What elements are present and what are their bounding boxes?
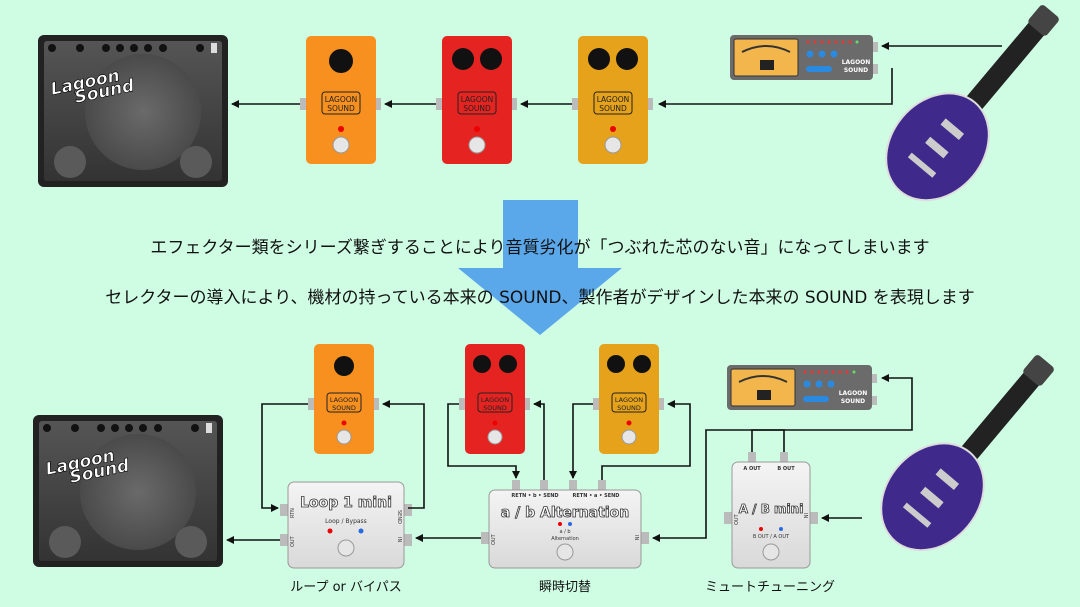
guitar-bottom-icon (880, 355, 1054, 552)
pedal-brand-line1: LAGOON (615, 396, 643, 404)
pedal-orange-top: LAGOON SOUND (300, 36, 381, 164)
label-ab-alt: 瞬時切替 (538, 580, 591, 595)
pedal-brand-line2: SOUND (599, 104, 627, 113)
tuner-brand-line2: SOUND (844, 67, 868, 74)
caption-line1: エフェクター類をシリーズ繋ぎすることにより音質劣化が「つぶれた芯のない音」になっ… (150, 238, 930, 258)
loop-sub: Loop / Bypass (325, 518, 367, 525)
ab-alt-jacks-right: RETN • a • SEND (573, 493, 620, 499)
ab-mini-jack-out: OUT (734, 513, 740, 525)
ab-alt-jack-in: IN (633, 535, 639, 540)
loop-jack-in: IN (396, 537, 402, 542)
ab-alt-title: a / b Alternation (501, 505, 629, 521)
loop-title: Loop 1 mini (300, 495, 392, 511)
tuner-brand-line1: LAGOON (842, 59, 871, 66)
ab-mini-switcher: A OUT B OUT A / B mini B OUT / A OUT IN … (724, 452, 818, 569)
pedal-brand-line1: LAGOON (461, 95, 494, 104)
amplifier-bottom: Lagoon Sound (33, 415, 223, 567)
ab-mini-title: A / B mini (739, 502, 804, 516)
ab-alternation-switcher: RETN • b • SEND RETN • a • SEND a / b Al… (481, 480, 649, 569)
pedal-yellow-bottom: LAGOON SOUND (593, 344, 664, 454)
amplifier-top: Lagoon Sound (38, 35, 228, 187)
tuner-bottom: LAGOON SOUND (727, 365, 877, 410)
ab-mini-jack-a-out: A OUT (743, 466, 761, 472)
ab-mini-sub: B OUT / A OUT (753, 534, 790, 540)
tuner-brand-line1: LAGOON (839, 390, 868, 397)
pedal-orange-bottom: LAGOON SOUND (308, 344, 379, 454)
pedal-brand-line1: LAGOON (481, 396, 509, 404)
pedal-brand-line2: SOUND (332, 404, 356, 412)
ab-alt-sub1: a / b (559, 529, 570, 535)
pedal-brand-line2: SOUND (617, 404, 641, 412)
down-arrow-icon (458, 200, 622, 335)
ab-alt-jacks-left: RETN • b • SEND (511, 493, 558, 499)
pedal-brand-line2: SOUND (483, 404, 507, 412)
pedal-yellow-top: LAGOON SOUND (572, 36, 653, 164)
loop-1-mini-switcher: Loop 1 mini Loop / Bypass SEND RTN IN OU… (280, 481, 412, 569)
pedal-brand-line2: SOUND (327, 104, 355, 113)
pedal-red-bottom: LAGOON SOUND (459, 344, 530, 454)
pedal-brand-line1: LAGOON (597, 95, 630, 104)
tuner-top: LAGOON SOUND (730, 35, 878, 80)
ab-mini-jack-in: IN (802, 513, 808, 518)
pedal-brand-line1: LAGOON (325, 95, 358, 104)
top-cables (231, 42, 1002, 108)
bottom-cables (226, 374, 913, 544)
pedal-red-top: LAGOON SOUND (436, 36, 517, 164)
ab-alt-sub2: Alternation (551, 536, 579, 542)
loop-jack-out: OUT (290, 535, 296, 547)
pedal-brand-line1: LAGOON (330, 396, 358, 404)
label-ab-mini: ミュートチューニング (704, 580, 835, 595)
loop-jack-rtn: RTN (290, 508, 296, 518)
ab-mini-jack-b-out: B OUT (777, 466, 795, 472)
label-loop: ループ or バイパス (290, 580, 402, 595)
caption-line2: セレクターの導入により、機材の持っている本来の SOUND、製作者がデザインした… (105, 288, 975, 308)
loop-jack-send: SEND (396, 510, 402, 524)
ab-alt-jack-out: OUT (491, 533, 497, 545)
guitar-top-icon (885, 5, 1059, 202)
tuner-brand-line2: SOUND (841, 398, 865, 405)
pedal-brand-line2: SOUND (463, 104, 491, 113)
